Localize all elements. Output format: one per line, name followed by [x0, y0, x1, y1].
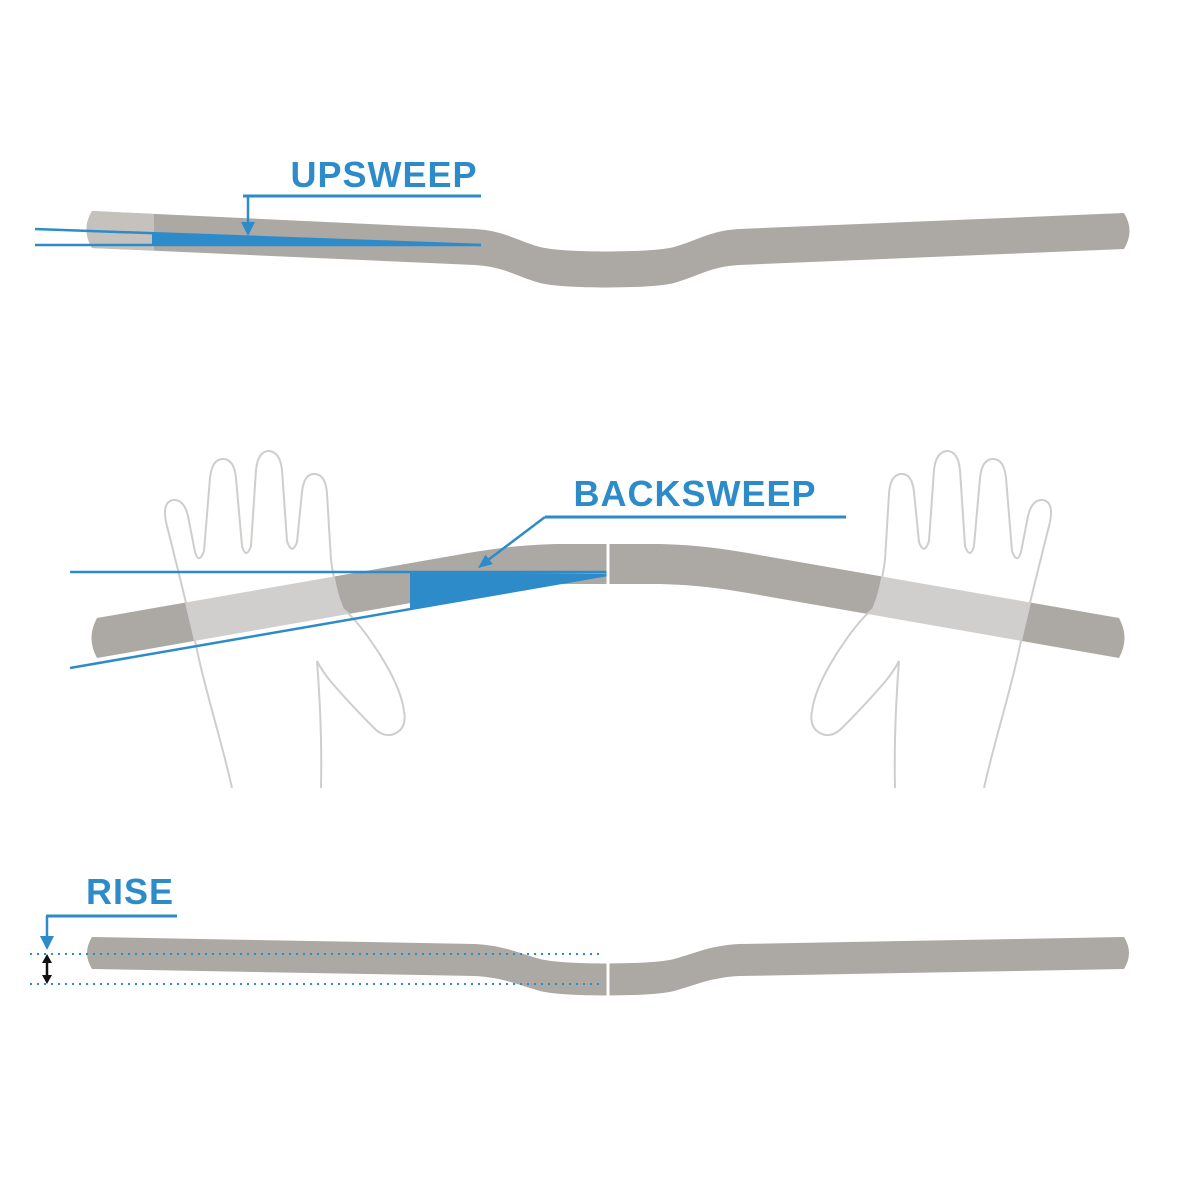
- grip-highlight: [86, 211, 154, 251]
- left-hand-outline: [163, 449, 406, 789]
- backsweep-leader-line: [487, 516, 546, 561]
- backsweep-angle-wedge: [410, 572, 607, 609]
- right-hand-outline: [810, 450, 1053, 789]
- backsweep-section: BACKSWEEP: [69, 449, 1125, 789]
- arrow-down-icon-measure: [42, 975, 52, 984]
- rise-label: RISE: [86, 871, 174, 912]
- arrow-down-left-icon: [478, 554, 493, 568]
- upsweep-angle-line: [34, 227, 482, 247]
- upsweep-angle-wedge: [152, 233, 481, 245]
- backsweep-label: BACKSWEEP: [573, 473, 816, 514]
- arrow-down-icon: [241, 222, 255, 236]
- upsweep-label: UPSWEEP: [290, 154, 477, 195]
- upsweep-section: UPSWEEP: [34, 154, 1130, 288]
- arrow-up-icon: [42, 954, 52, 963]
- backsweep-angle-line: [69, 573, 608, 670]
- handlebar-front-view: [86, 211, 1130, 288]
- rise-section: RISE: [30, 871, 1129, 997]
- rise-arrow-down-icon: [40, 936, 54, 950]
